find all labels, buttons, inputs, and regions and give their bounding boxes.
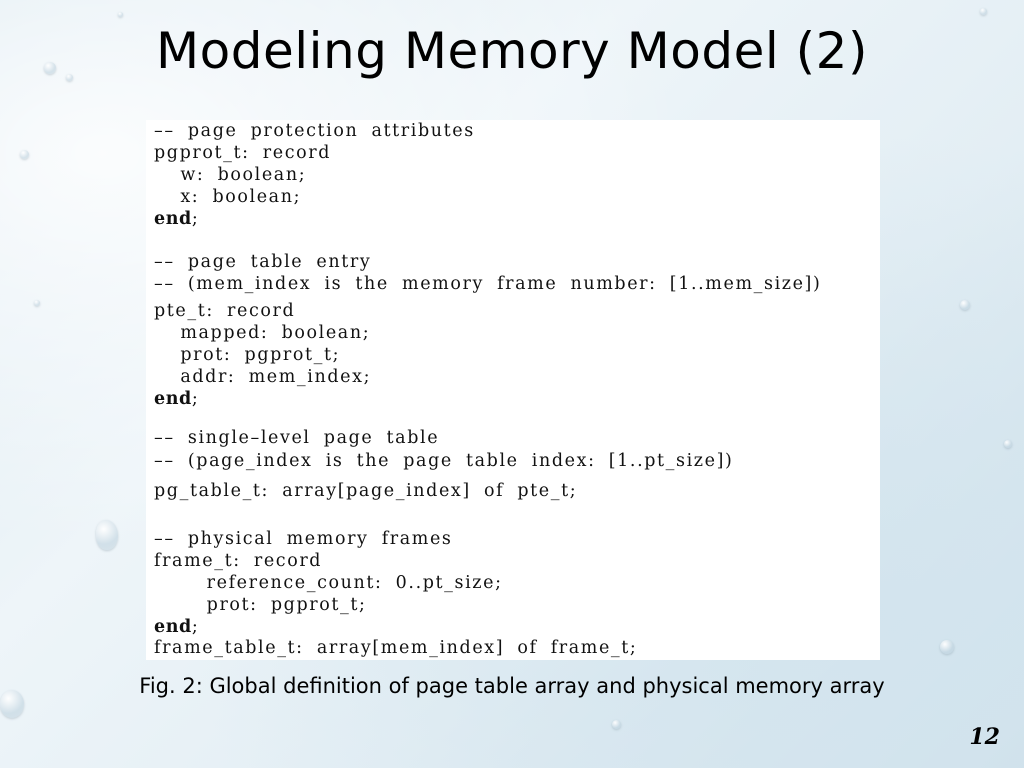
code-comment: –– physical memory frames	[154, 529, 453, 549]
end-keyword: end	[154, 617, 192, 637]
slide-title: Modeling Memory Model (2)	[156, 22, 868, 80]
code-line: w: boolean;	[154, 165, 307, 185]
water-drop	[980, 8, 987, 15]
page-number: 12	[969, 724, 1000, 750]
code-line: pte_t: record	[154, 301, 296, 321]
code-line: frame_table_t: array[mem_index] of frame…	[154, 638, 638, 658]
water-drop	[44, 62, 56, 74]
code-comment: –– page table entry	[154, 252, 372, 272]
code-line: addr: mem_index;	[154, 367, 372, 387]
water-drop	[1004, 440, 1012, 448]
code-line: reference_count: 0..pt_size;	[154, 573, 503, 593]
code-end-line: end;	[154, 208, 199, 230]
water-drop	[118, 12, 123, 17]
code-line: pg_table_t: array[page_index] of pte_t;	[154, 481, 578, 501]
water-drop	[960, 300, 970, 310]
code-line: frame_t: record	[154, 551, 323, 571]
water-drop	[66, 74, 73, 81]
code-comment: –– (mem_index is the memory frame number…	[154, 274, 822, 294]
end-semicolon: ;	[191, 389, 200, 409]
water-drop	[34, 300, 40, 306]
code-comment: –– page protection attributes	[154, 121, 475, 141]
water-drop	[612, 720, 621, 729]
code-end-line: end;	[154, 388, 199, 410]
code-line: prot: pgprot_t;	[154, 345, 341, 365]
water-drop	[940, 640, 954, 654]
water-drop	[96, 520, 118, 550]
end-semicolon: ;	[191, 617, 200, 637]
end-keyword: end	[154, 209, 192, 229]
code-line: pgprot_t: record	[154, 143, 332, 163]
code-comment: –– single–level page table	[154, 428, 440, 448]
end-semicolon: ;	[191, 209, 200, 229]
code-line: mapped: boolean;	[154, 323, 371, 343]
code-end-line: end;	[154, 616, 199, 638]
code-comment: –– (page_index is the page table index: …	[154, 451, 734, 471]
figure-caption: Fig. 2: Global definition of page table …	[139, 674, 885, 698]
water-drop	[20, 150, 29, 159]
code-figure: –– page protection attributes pgprot_t: …	[146, 120, 880, 660]
water-drop	[0, 690, 24, 718]
code-line: prot: pgprot_t;	[154, 595, 367, 615]
code-line: x: boolean;	[154, 187, 302, 207]
end-keyword: end	[154, 389, 192, 409]
